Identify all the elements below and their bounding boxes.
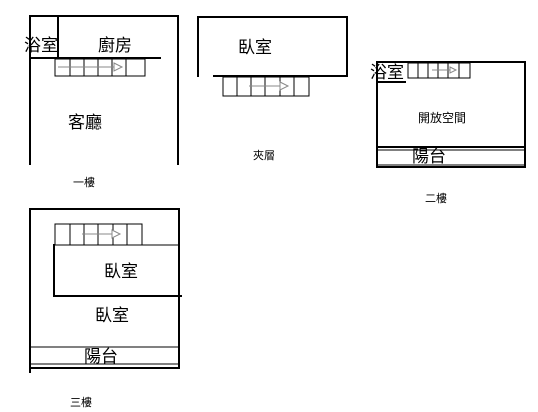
room-label-1f-kitchen: 廚房 bbox=[98, 35, 132, 56]
room-label-3f-balcony: 陽台 bbox=[84, 347, 118, 367]
room-label-3f-bedroom-upper: 臥室 bbox=[104, 262, 138, 282]
mezzanine-walls bbox=[197, 16, 348, 77]
floor-plan-3f: 臥室 臥室 陽台 三樓 bbox=[29, 208, 182, 409]
room-label-mezzanine-bedroom: 臥室 bbox=[238, 38, 272, 58]
floor-caption-1f: 一樓 bbox=[73, 175, 95, 189]
3f-staircase bbox=[54, 223, 143, 246]
room-label-1f-living: 客廳 bbox=[68, 113, 102, 133]
floor-caption-2f: 二樓 bbox=[425, 191, 447, 205]
1f-staircase bbox=[54, 58, 146, 77]
mezzanine-staircase bbox=[222, 76, 310, 97]
floor-caption-3f: 三樓 bbox=[70, 395, 92, 409]
1f-walls bbox=[29, 15, 179, 165]
floor-plan-mezzanine: 臥室 夾層 bbox=[197, 16, 348, 162]
room-label-1f-bath: 浴室 bbox=[24, 36, 58, 56]
3f-inner-room-walls bbox=[53, 244, 182, 297]
2f-staircase bbox=[407, 62, 471, 79]
floor-caption-mezzanine: 夾層 bbox=[253, 149, 275, 162]
room-label-3f-bedroom-lower: 臥室 bbox=[95, 306, 129, 326]
floor-plan-1f: 浴室 廚房 客廳 一樓 bbox=[24, 15, 179, 189]
floor-plan-2f: 浴室 開放空間 陽台 二樓 bbox=[370, 61, 526, 205]
room-label-2f-balcony: 陽台 bbox=[412, 147, 446, 167]
2f-walls bbox=[376, 61, 526, 168]
3f-walls bbox=[29, 208, 180, 373]
room-label-2f-open-space: 開放空間 bbox=[418, 110, 466, 125]
room-label-2f-bath: 浴室 bbox=[370, 63, 404, 83]
